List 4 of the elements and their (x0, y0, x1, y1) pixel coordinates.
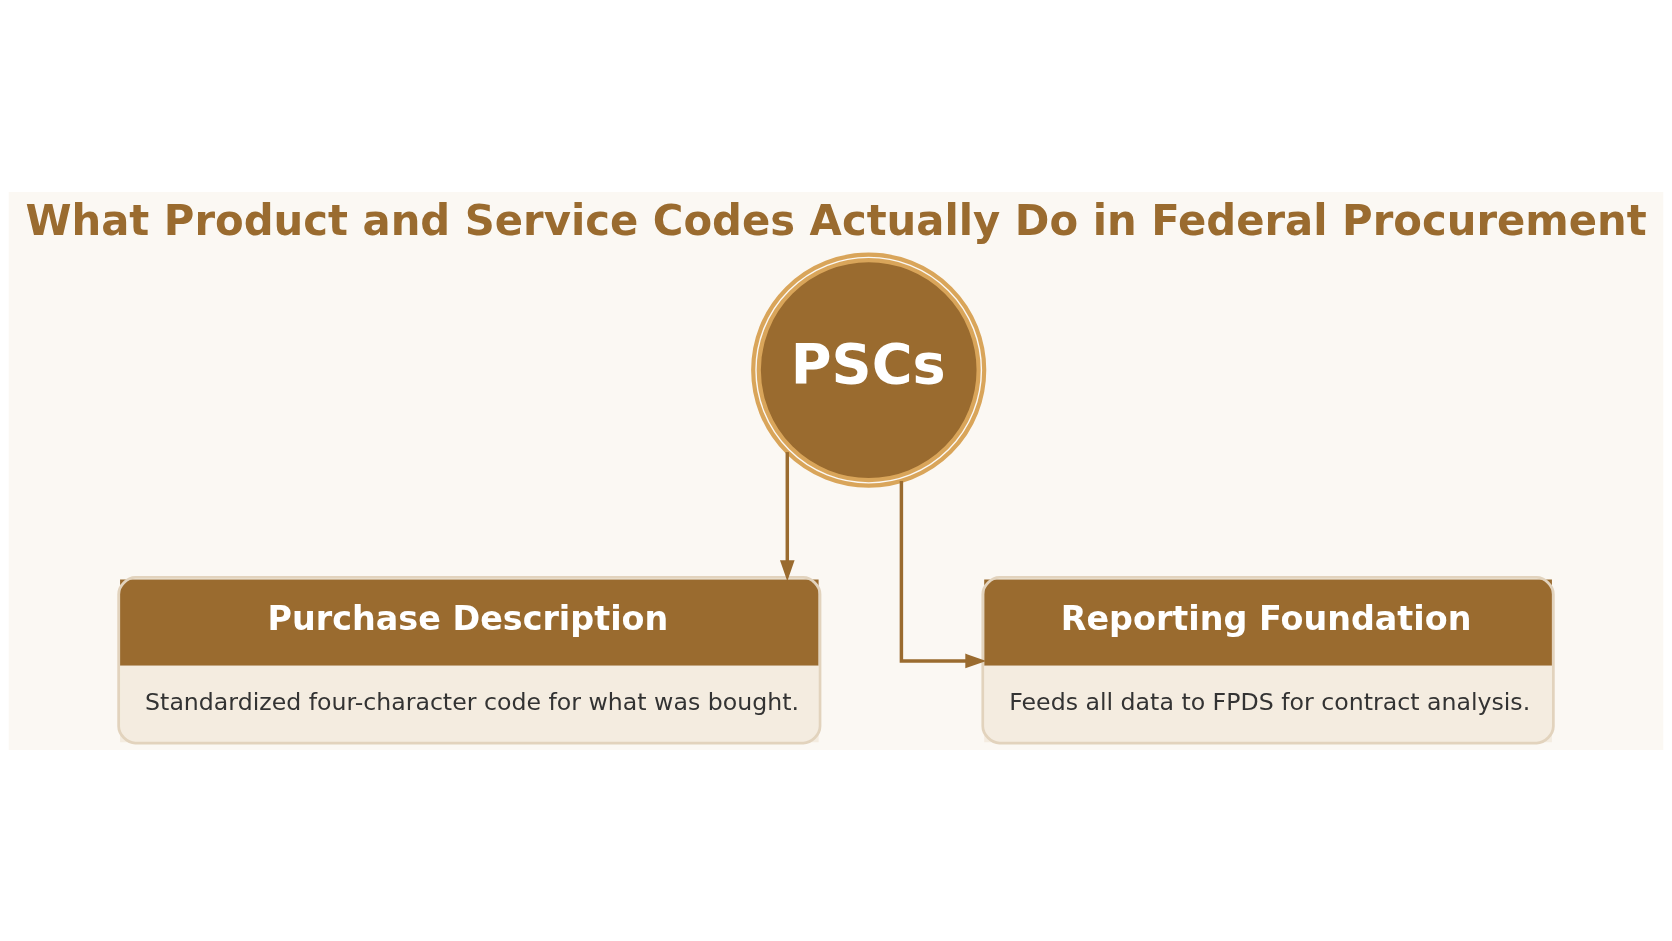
diagram-title: What Product and Service Codes Actually Do in Federal Procurement (25, 195, 1647, 245)
node-circle: PSCs (751, 252, 987, 488)
arrow (779, 451, 795, 581)
arrow (899, 480, 987, 668)
